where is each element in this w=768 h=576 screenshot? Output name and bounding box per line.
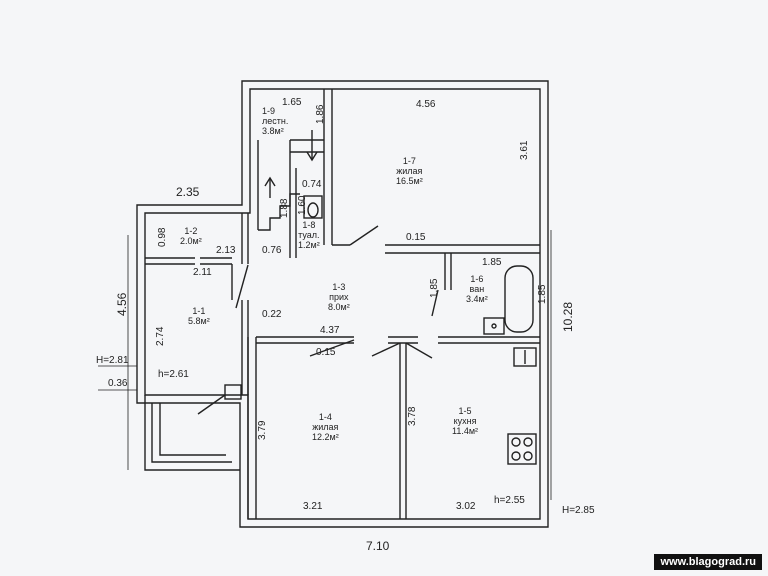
dim-2-35: 2.35 — [176, 185, 200, 199]
dim-0-98: 0.98 — [157, 227, 168, 247]
dim-1-85-c: 1.85 — [537, 284, 548, 304]
dim-3-61: 3.61 — [519, 140, 530, 160]
dim-2-13: 2.13 — [216, 245, 236, 256]
dim-1-86: 1.86 — [315, 104, 326, 124]
dim-1-88: 1.88 — [279, 198, 290, 218]
dim-0-74: 0.74 — [302, 179, 322, 190]
dim-1-65: 1.65 — [282, 97, 302, 108]
dim-0-36: 0.36 — [108, 378, 128, 389]
dim-3-78: 3.78 — [407, 406, 418, 426]
dim-1-85-a: 1.85 — [482, 257, 502, 268]
dim-1-60: 1.60 — [297, 195, 308, 215]
dim-0-22: 0.22 — [262, 309, 282, 320]
dim-0-15-a: 0.15 — [406, 232, 426, 243]
dim-0-15-b: 0.15 — [316, 347, 336, 358]
dim-1-85-b: 1.85 — [429, 278, 440, 298]
dim-4-56-top: 4.56 — [416, 99, 436, 110]
dim-3-02: 3.02 — [456, 501, 476, 512]
dim-7-10: 7.10 — [366, 539, 390, 553]
site-watermark: www.blagograd.ru — [654, 554, 762, 570]
dim-3-79: 3.79 — [257, 420, 268, 440]
dim-2-11: 2.11 — [193, 267, 212, 278]
height-2-61: h=2.61 — [158, 369, 189, 380]
height-2-55: h=2.55 — [494, 495, 525, 506]
dim-10-28: 10.28 — [561, 301, 575, 332]
height-2-81: H=2.81 — [96, 355, 129, 366]
dim-4-37: 4.37 — [320, 325, 340, 336]
dim-3-21: 3.21 — [303, 501, 323, 512]
dim-4-56-left: 4.56 — [115, 292, 129, 316]
height-2-85: H=2.85 — [562, 505, 595, 516]
dim-0-76: 0.76 — [262, 245, 282, 256]
dim-2-74: 2.74 — [155, 326, 166, 346]
